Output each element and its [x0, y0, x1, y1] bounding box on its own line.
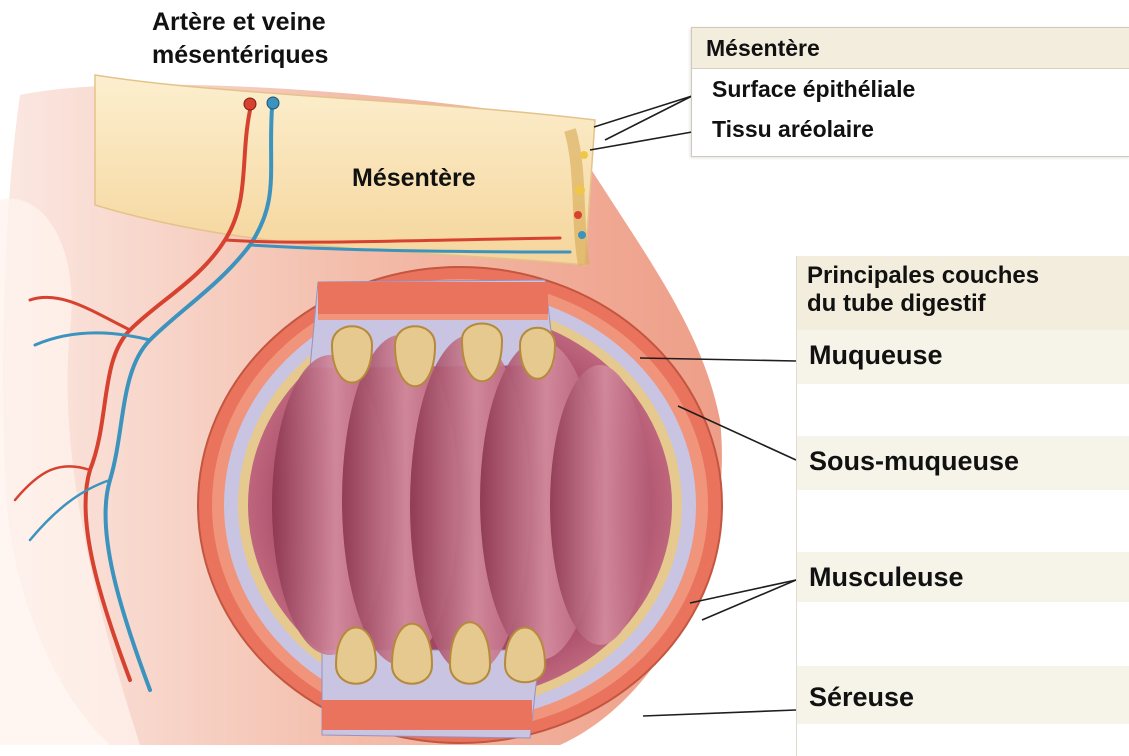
- layer-mucosa: Muqueuse: [809, 340, 943, 371]
- mesentery-item-areolar: Tissu aréolaire: [692, 109, 1129, 149]
- vessels-label: Artère et veine mésentériques: [152, 6, 328, 72]
- layers-box: Principales couches du tube digestif Muq…: [796, 256, 1129, 756]
- layer-submucosa: Sous-muqueuse: [809, 446, 1019, 477]
- layers-title-line1: Principales couches: [807, 262, 1129, 290]
- mesentery-box-title: Mésentère: [692, 28, 1129, 69]
- layers-title-line2: du tube digestif: [807, 290, 1129, 318]
- mesentery-item-epithelial: Surface épithéliale: [692, 69, 1129, 109]
- vessels-label-line1: Artère et veine: [152, 6, 328, 39]
- circular-folds: [272, 335, 650, 675]
- layer-serosa: Séreuse: [809, 682, 914, 713]
- mesentery-box: Mésentère Surface épithéliale Tissu aréo…: [691, 27, 1129, 157]
- layers-box-title: Principales couches du tube digestif: [797, 256, 1129, 330]
- mesentery-label: Mésentère: [352, 164, 476, 193]
- vessels-label-line2: mésentériques: [152, 39, 328, 72]
- layer-muscularis: Musculeuse: [809, 562, 964, 593]
